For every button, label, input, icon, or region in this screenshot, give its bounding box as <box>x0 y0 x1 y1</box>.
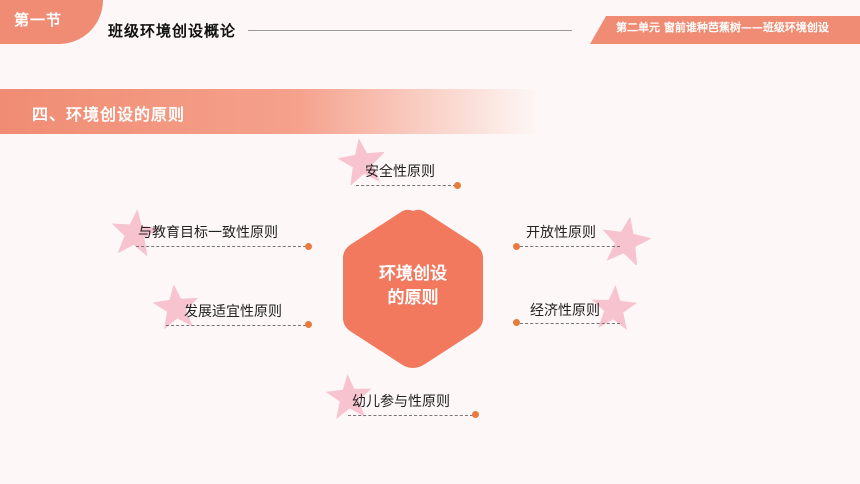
principle-dot <box>472 411 479 418</box>
principle-underline <box>136 246 306 247</box>
principle-label-child-participation: 幼儿参与性原则 <box>352 394 450 410</box>
principle-label-goal-consistency: 与教育目标一致性原则 <box>138 225 278 241</box>
star-icon <box>591 285 638 330</box>
header-divider <box>248 30 572 31</box>
principle-label-economy: 经济性原则 <box>530 303 600 319</box>
chapter-tab-label: 第一节 <box>14 11 63 29</box>
section-title: 班级环境创设概论 <box>108 22 237 40</box>
star-icon <box>111 209 160 256</box>
star-icon <box>602 216 652 265</box>
center-title: 环境创设 的原则 <box>340 262 486 310</box>
principle-underline <box>166 325 306 326</box>
principle-underline <box>348 415 473 416</box>
principle-dot <box>513 243 520 250</box>
star-icon <box>325 374 372 419</box>
center-hexagon <box>343 209 483 368</box>
principle-label-safety: 安全性原则 <box>365 164 435 180</box>
star-icon <box>152 284 199 329</box>
principle-dot <box>454 182 461 189</box>
principle-dot <box>513 319 520 326</box>
principle-underline <box>520 246 620 247</box>
principle-underline <box>356 185 456 186</box>
principle-dot <box>305 243 312 250</box>
star-icon <box>337 138 385 185</box>
center-title-line2: 的原则 <box>387 288 439 308</box>
chapter-tab: 第一节 <box>0 0 103 44</box>
unit-tag-label: 第二单元 窗前谁种芭蕉树——班级环境创设 <box>616 21 829 34</box>
banner-title: 四、环境创设的原则 <box>32 105 186 124</box>
principle-underline <box>520 323 620 324</box>
section-banner: 四、环境创设的原则 <box>0 89 540 134</box>
center-title-line1: 环境创设 <box>379 264 447 284</box>
unit-tag: 第二单元 窗前谁种芭蕉树——班级环境创设 <box>590 16 860 44</box>
principle-label-developmental-fit: 发展适宜性原则 <box>184 304 282 320</box>
principle-dot <box>305 321 312 328</box>
principle-label-openness: 开放性原则 <box>526 225 596 241</box>
